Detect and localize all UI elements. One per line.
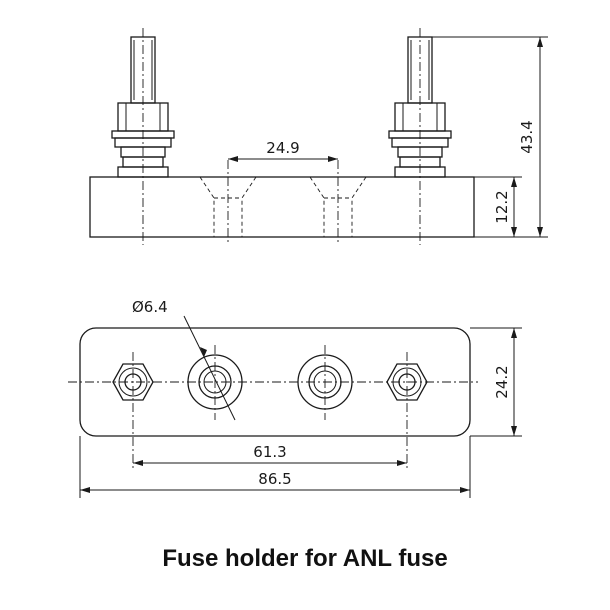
- dim-label-12-2: 12.2: [493, 190, 511, 223]
- dim-base-height: 12.2: [474, 176, 522, 237]
- dim-total-height: 43.4: [432, 36, 548, 238]
- countersunk-hole-right: [309, 160, 367, 245]
- dim-label-24-2: 24.2: [493, 365, 511, 398]
- figure-caption: Fuse holder for ANL fuse: [162, 545, 448, 572]
- side-view: 24.9 43.4 12.2: [89, 28, 548, 245]
- dim-stud-spacing-top: 24.9: [228, 139, 338, 162]
- countersunk-hole-left: [199, 160, 257, 245]
- side-base-block: [89, 176, 475, 238]
- dim-label-diameter: Ø6.4: [132, 298, 168, 316]
- dim-width: 24.2: [470, 327, 522, 437]
- dim-label-43-4: 43.4: [518, 120, 536, 153]
- top-view: Ø6.4 24.2 61.3 86.5: [68, 298, 522, 498]
- dim-hole-diameter: Ø6.4: [132, 298, 236, 421]
- dim-overall-length: 86.5: [79, 436, 471, 498]
- right-mounting-hole: [297, 345, 353, 420]
- left-hex-nut: [112, 352, 154, 470]
- right-stud-assembly: [388, 28, 452, 245]
- dim-label-86-5: 86.5: [258, 470, 291, 488]
- left-mounting-hole: [187, 345, 243, 420]
- dim-stud-pitch: 61.3: [133, 443, 407, 466]
- right-hex-nut: [386, 352, 428, 470]
- dim-label-61-3: 61.3: [253, 443, 286, 461]
- left-stud-assembly: [111, 28, 175, 245]
- dim-label-24-9: 24.9: [266, 139, 299, 157]
